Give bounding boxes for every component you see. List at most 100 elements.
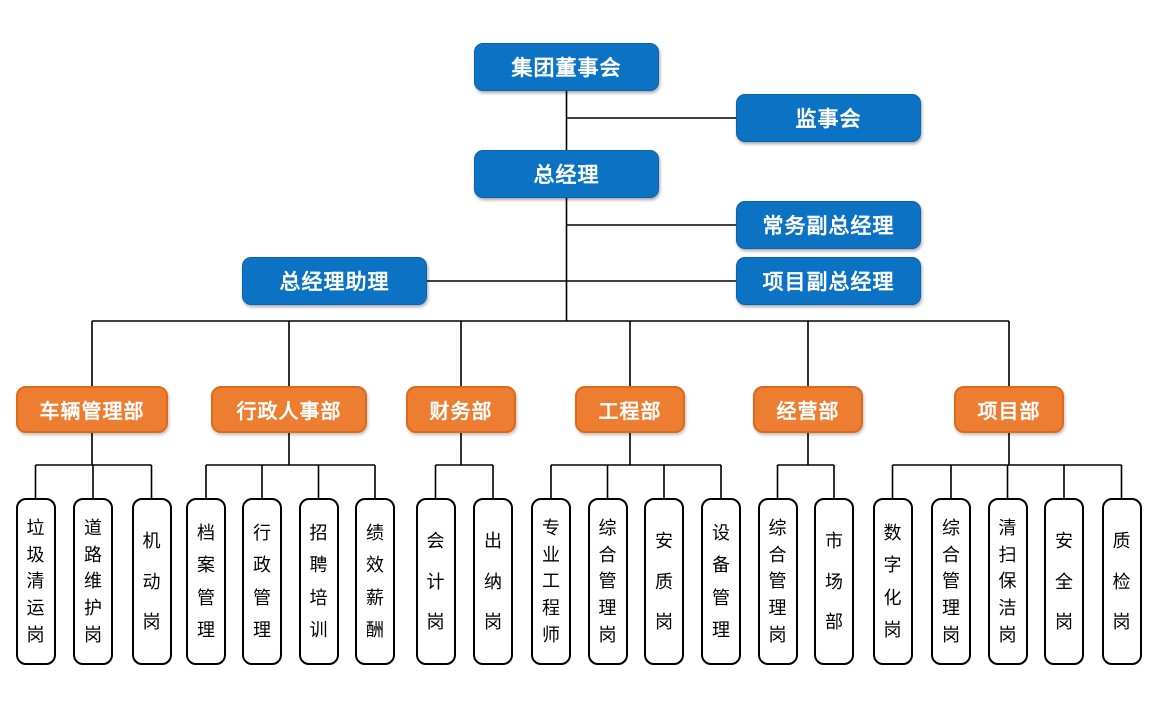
position-label-char: 管 (768, 571, 787, 592)
position-cashier: 出纳岗 (473, 498, 513, 665)
position-label-char: 岗 (883, 619, 902, 640)
position-label-char: 场 (825, 571, 843, 592)
position-label-char: 业 (542, 544, 560, 565)
org-node-general-manager: 总经理 (474, 150, 659, 198)
position-general-management-ops: 综合管理岗 (757, 498, 798, 665)
position-label-char: 设 (712, 523, 730, 544)
org-node-dept-project: 项目部 (954, 386, 1064, 433)
position-label-char: 岗 (655, 611, 673, 632)
position-label-char: 质 (1112, 531, 1131, 552)
position-label-char: 档 (197, 523, 215, 544)
position-label-char: 清 (998, 517, 1017, 538)
position-cleaning: 清扫保洁岗 (987, 498, 1028, 665)
position-label-char: 合 (598, 544, 617, 565)
position-label-char: 纳 (484, 571, 502, 592)
position-safety: 安全岗 (1044, 498, 1084, 665)
position-label-char: 理 (197, 619, 215, 640)
position-label-char: 岗 (484, 611, 502, 632)
position-label-char: 护 (84, 598, 102, 619)
org-node-executive-deputy-gm: 常务副总经理 (736, 201, 921, 249)
position-label-char: 垃 (26, 517, 45, 538)
position-admin-management: 行政管理 (242, 498, 282, 665)
position-digitalization: 数字化岗 (872, 498, 913, 665)
position-label-char: 岗 (142, 611, 161, 632)
position-label-char: 质 (655, 571, 673, 592)
position-road-maintenance: 道路维护岗 (73, 498, 113, 665)
position-label-char: 理 (598, 598, 617, 619)
position-market-dept: 市场部 (814, 498, 854, 665)
position-label-char: 路 (84, 544, 102, 565)
position-label-char: 管 (197, 587, 215, 608)
position-accountant: 会计岗 (415, 498, 456, 665)
position-label-char: 岗 (1055, 611, 1073, 632)
position-label-char: 出 (484, 531, 502, 552)
position-label-char: 合 (768, 544, 787, 565)
org-node-dept-engineering: 工程部 (575, 386, 685, 433)
position-label-char: 培 (309, 587, 328, 608)
position-label-char: 工 (542, 571, 560, 592)
position-label-char: 聘 (309, 555, 328, 576)
position-general-management-eng: 综合管理岗 (587, 498, 628, 665)
position-label-char: 岗 (768, 625, 787, 646)
position-label-char: 专 (542, 517, 560, 538)
position-label-char: 训 (309, 619, 328, 640)
position-label-char: 招 (309, 523, 328, 544)
position-label-char: 酬 (366, 619, 384, 640)
position-garbage-collection: 垃圾清运岗 (15, 498, 56, 665)
org-node-supervisory-board: 监事会 (736, 94, 921, 142)
position-label-char: 备 (712, 555, 730, 576)
position-safety-quality: 安质岗 (644, 498, 684, 665)
position-label-char: 薪 (366, 587, 384, 608)
position-label-char: 岗 (84, 625, 102, 646)
org-node-dept-vehicle-management: 车辆管理部 (16, 386, 168, 433)
position-label-char: 程 (542, 598, 560, 619)
position-performance-compensation: 绩效薪酬 (355, 498, 395, 665)
position-label-char: 动 (142, 571, 161, 592)
position-general-management-proj: 综合管理岗 (931, 498, 971, 665)
position-label-char: 管 (712, 587, 730, 608)
position-label-char: 岗 (26, 625, 45, 646)
position-label-char: 理 (253, 619, 271, 640)
position-label-char: 保 (998, 571, 1017, 592)
org-node-board-of-directors: 集团董事会 (474, 43, 659, 91)
position-label-char: 岗 (998, 625, 1017, 646)
position-label-char: 案 (197, 555, 215, 576)
position-label-char: 字 (883, 555, 902, 576)
position-label-char: 数 (883, 523, 902, 544)
position-label-char: 圾 (26, 544, 45, 565)
connector-path (34, 91, 1123, 498)
org-node-gm-assistant: 总经理助理 (242, 257, 427, 305)
position-mobile: 机动岗 (131, 498, 172, 665)
position-label-char: 管 (942, 571, 960, 592)
position-label-char: 化 (883, 587, 902, 608)
position-label-char: 安 (655, 531, 673, 552)
position-professional-engineer: 专业工程师 (531, 498, 571, 665)
position-archives-management: 档案管理 (186, 498, 226, 665)
position-label-char: 检 (1112, 571, 1131, 592)
position-label-char: 理 (712, 619, 730, 640)
position-label-char: 部 (825, 611, 843, 632)
position-label-char: 合 (942, 544, 960, 565)
position-label-char: 会 (426, 531, 445, 552)
position-label-char: 洁 (998, 598, 1017, 619)
position-label-char: 计 (426, 571, 445, 592)
position-label-char: 运 (26, 598, 45, 619)
position-label-char: 岗 (598, 625, 617, 646)
position-label-char: 师 (542, 625, 560, 646)
position-label-char: 综 (768, 517, 787, 538)
org-node-project-deputy-gm: 项目副总经理 (736, 257, 921, 305)
position-label-char: 理 (768, 598, 787, 619)
position-label-char: 维 (84, 571, 102, 592)
position-label-char: 绩 (366, 523, 384, 544)
position-recruitment-training: 招聘培训 (298, 498, 339, 665)
position-label-char: 安 (1055, 531, 1073, 552)
position-label-char: 效 (366, 555, 384, 576)
position-label-char: 全 (1055, 571, 1073, 592)
position-label-char: 综 (942, 517, 960, 538)
position-equipment-management: 设备管理 (701, 498, 741, 665)
position-label-char: 岗 (426, 611, 445, 632)
position-label-char: 理 (942, 598, 960, 619)
position-label-char: 行 (253, 523, 271, 544)
